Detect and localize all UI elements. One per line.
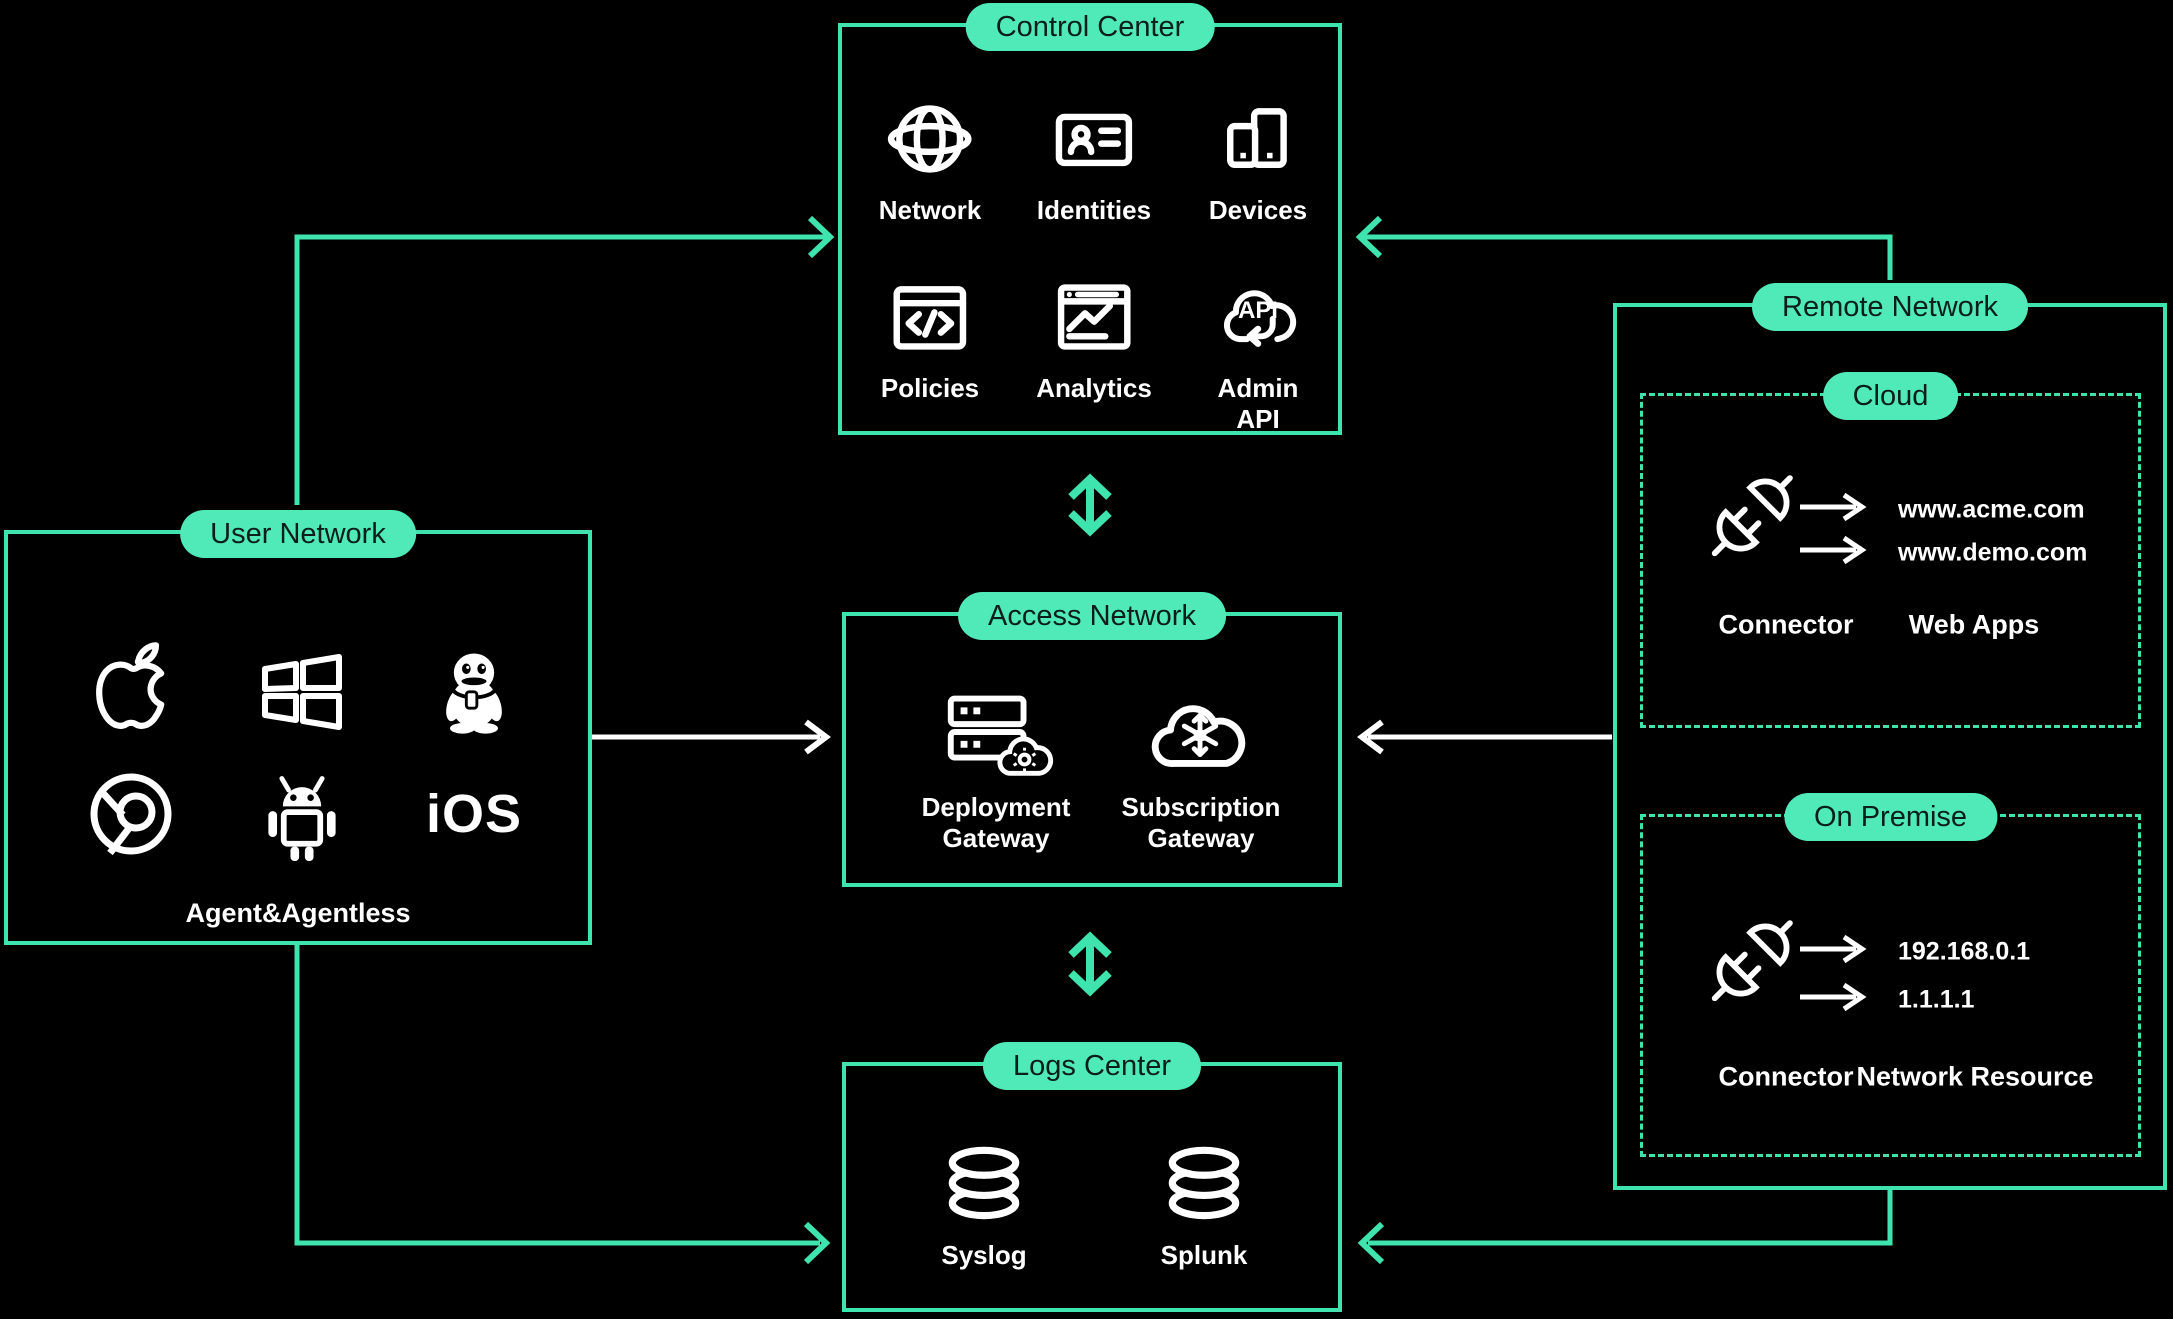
- arrow-remote-to-logs: [1357, 1190, 1893, 1265]
- access-item-subscription: Subscription Gateway: [1106, 678, 1296, 853]
- connector-label: Connector: [1718, 1061, 1854, 1092]
- title-text: Access Network: [988, 599, 1196, 632]
- title-text: On Premise: [1813, 800, 1968, 833]
- title-text: Cloud: [1852, 379, 1929, 412]
- logs-item-syslog: Syslog: [935, 1134, 1033, 1271]
- user-item-qq: [426, 640, 522, 736]
- control-item-devices: Devices: [1209, 93, 1307, 226]
- id-card-icon: [1055, 113, 1133, 167]
- title-text: Control Center: [995, 10, 1185, 43]
- title-text: User Network: [210, 517, 386, 550]
- user-network-title: User Network: [180, 510, 416, 558]
- logs-center-title: Logs Center: [983, 1042, 1201, 1090]
- ios-logo: iOS: [425, 784, 523, 844]
- code-window-icon: [893, 286, 967, 350]
- user-item-windows: [252, 638, 352, 738]
- android-icon: [268, 776, 336, 862]
- control-item-admin-api: API Admin API: [1212, 271, 1304, 434]
- access-item-deployment: Deployment Gateway: [901, 682, 1091, 853]
- agent-agentless-label: Agent&Agentless: [185, 898, 411, 928]
- qq-penguin-icon: [446, 653, 502, 734]
- control-item-identities: Identities: [1037, 93, 1151, 226]
- database-icon: [948, 1146, 1020, 1220]
- api-cloud-icon: API: [1223, 290, 1297, 347]
- control-item-policies: Policies: [881, 271, 979, 404]
- connector-label: Connector: [1718, 609, 1854, 640]
- user-network-box: User Network: [4, 510, 592, 945]
- devices-icon: [1227, 108, 1287, 168]
- arrow-user-to-control: [294, 215, 835, 505]
- user-item-ios: iOS: [426, 783, 522, 845]
- user-item-chrome: [81, 764, 181, 864]
- arrow-remote-to-access: [1357, 719, 1612, 755]
- cloud-connector: [1695, 457, 1811, 573]
- control-item-analytics: Analytics: [1036, 271, 1152, 404]
- control-center-title: Control Center: [965, 3, 1215, 51]
- arrow-user-to-access: [592, 719, 831, 755]
- control-center-box: Control Center Network Identities: [838, 3, 1342, 435]
- user-item-apple: [79, 636, 183, 740]
- item-label: Subscription Gateway: [1121, 792, 1281, 853]
- arrow-remote-to-control: [1355, 215, 1893, 280]
- item-label: Syslog: [941, 1240, 1027, 1270]
- on-premise-connector: [1695, 902, 1811, 1018]
- arrow-user-to-logs: [294, 945, 831, 1265]
- connector-plug-icon: [1711, 475, 1793, 557]
- item-label: Network: [878, 195, 982, 225]
- on-premise-box: On Premise 192.168.0.1 1.1.1.1 Connector…: [1640, 793, 2141, 1157]
- title-text: Logs Center: [1013, 1049, 1171, 1082]
- access-network-title: Access Network: [958, 592, 1226, 640]
- arrow-access-logs-bidirectional: [1068, 931, 1112, 997]
- control-item-network: Network: [878, 93, 982, 226]
- item-label: Identities: [1036, 195, 1152, 225]
- title-text: Remote Network: [1782, 290, 1998, 323]
- cloud-box: Cloud www.acme.com www.demo.com Connecto…: [1640, 372, 2141, 728]
- apple-icon: [96, 642, 165, 729]
- on-premise-title: On Premise: [1783, 793, 1998, 841]
- access-network-box: Access Network Deployment Gateway: [842, 592, 1342, 887]
- remote-network-box: Remote Network: [1613, 283, 2167, 1190]
- cloud-title: Cloud: [1822, 372, 1959, 420]
- network-resource-ip: 192.168.0.1: [1898, 937, 2031, 966]
- deployment-gateway-icon: [947, 695, 1054, 776]
- network-resource-ip: 1.1.1.1: [1898, 985, 1975, 1014]
- web-apps-label: Web Apps: [1908, 609, 2040, 640]
- network-resource-label: Network Resource: [1856, 1061, 2094, 1092]
- connector-plug-icon: [1711, 920, 1793, 1002]
- user-item-android: [254, 766, 350, 862]
- remote-network-title: Remote Network: [1752, 283, 2028, 331]
- item-label: Devices: [1208, 195, 1308, 225]
- subscription-gateway-icon: [1151, 705, 1246, 767]
- windows-icon: [262, 654, 342, 730]
- item-label: Analytics: [1036, 373, 1152, 403]
- logs-center-box: Logs Center Syslog Splunk: [842, 1042, 1342, 1312]
- item-label: Deployment Gateway: [921, 792, 1071, 853]
- chrome-icon: [90, 773, 172, 856]
- web-app-url: www.acme.com: [1898, 495, 2085, 524]
- item-label: Admin API: [1217, 373, 1299, 434]
- web-app-url: www.demo.com: [1898, 538, 2088, 567]
- item-label: Policies: [880, 373, 980, 403]
- item-label: Splunk: [1160, 1240, 1248, 1270]
- logs-item-splunk: Splunk: [1155, 1134, 1253, 1271]
- analytics-window-icon: [1057, 284, 1131, 350]
- database-icon: [1168, 1146, 1240, 1220]
- globe-icon: [888, 105, 972, 173]
- arrow-control-access-bidirectional: [1068, 473, 1112, 537]
